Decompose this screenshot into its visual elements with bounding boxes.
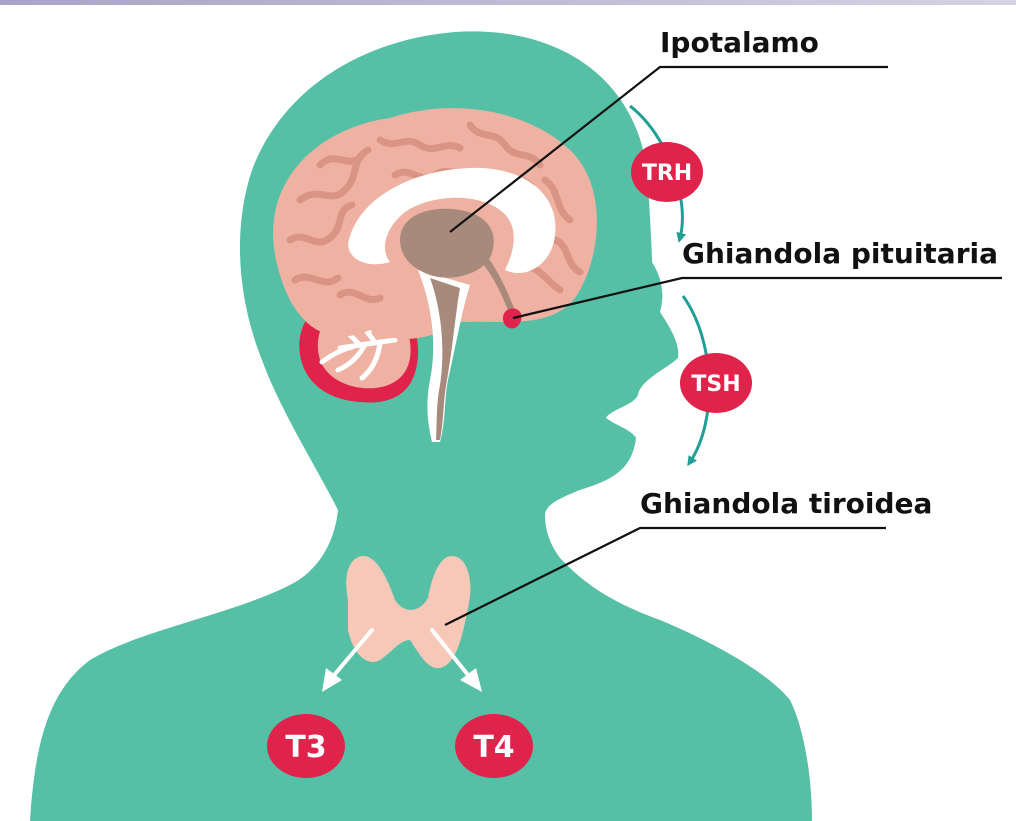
tsh-badge: TSH <box>680 353 752 413</box>
t4-badge: T4 <box>455 714 533 778</box>
thyroid-label: Ghiandola tiroidea <box>640 487 932 520</box>
trh-badge: TRH <box>631 142 703 202</box>
top-band <box>0 0 1016 5</box>
hypothalamus-label: Ipotalamo <box>660 26 819 59</box>
t3-badge: T3 <box>267 714 345 778</box>
trh-label: TRH <box>642 161 692 186</box>
t3-label: T3 <box>285 730 326 765</box>
tsh-label: TSH <box>691 372 740 397</box>
pituitary-label: Ghiandola pituitaria <box>682 237 998 270</box>
t4-label: T4 <box>473 730 514 765</box>
